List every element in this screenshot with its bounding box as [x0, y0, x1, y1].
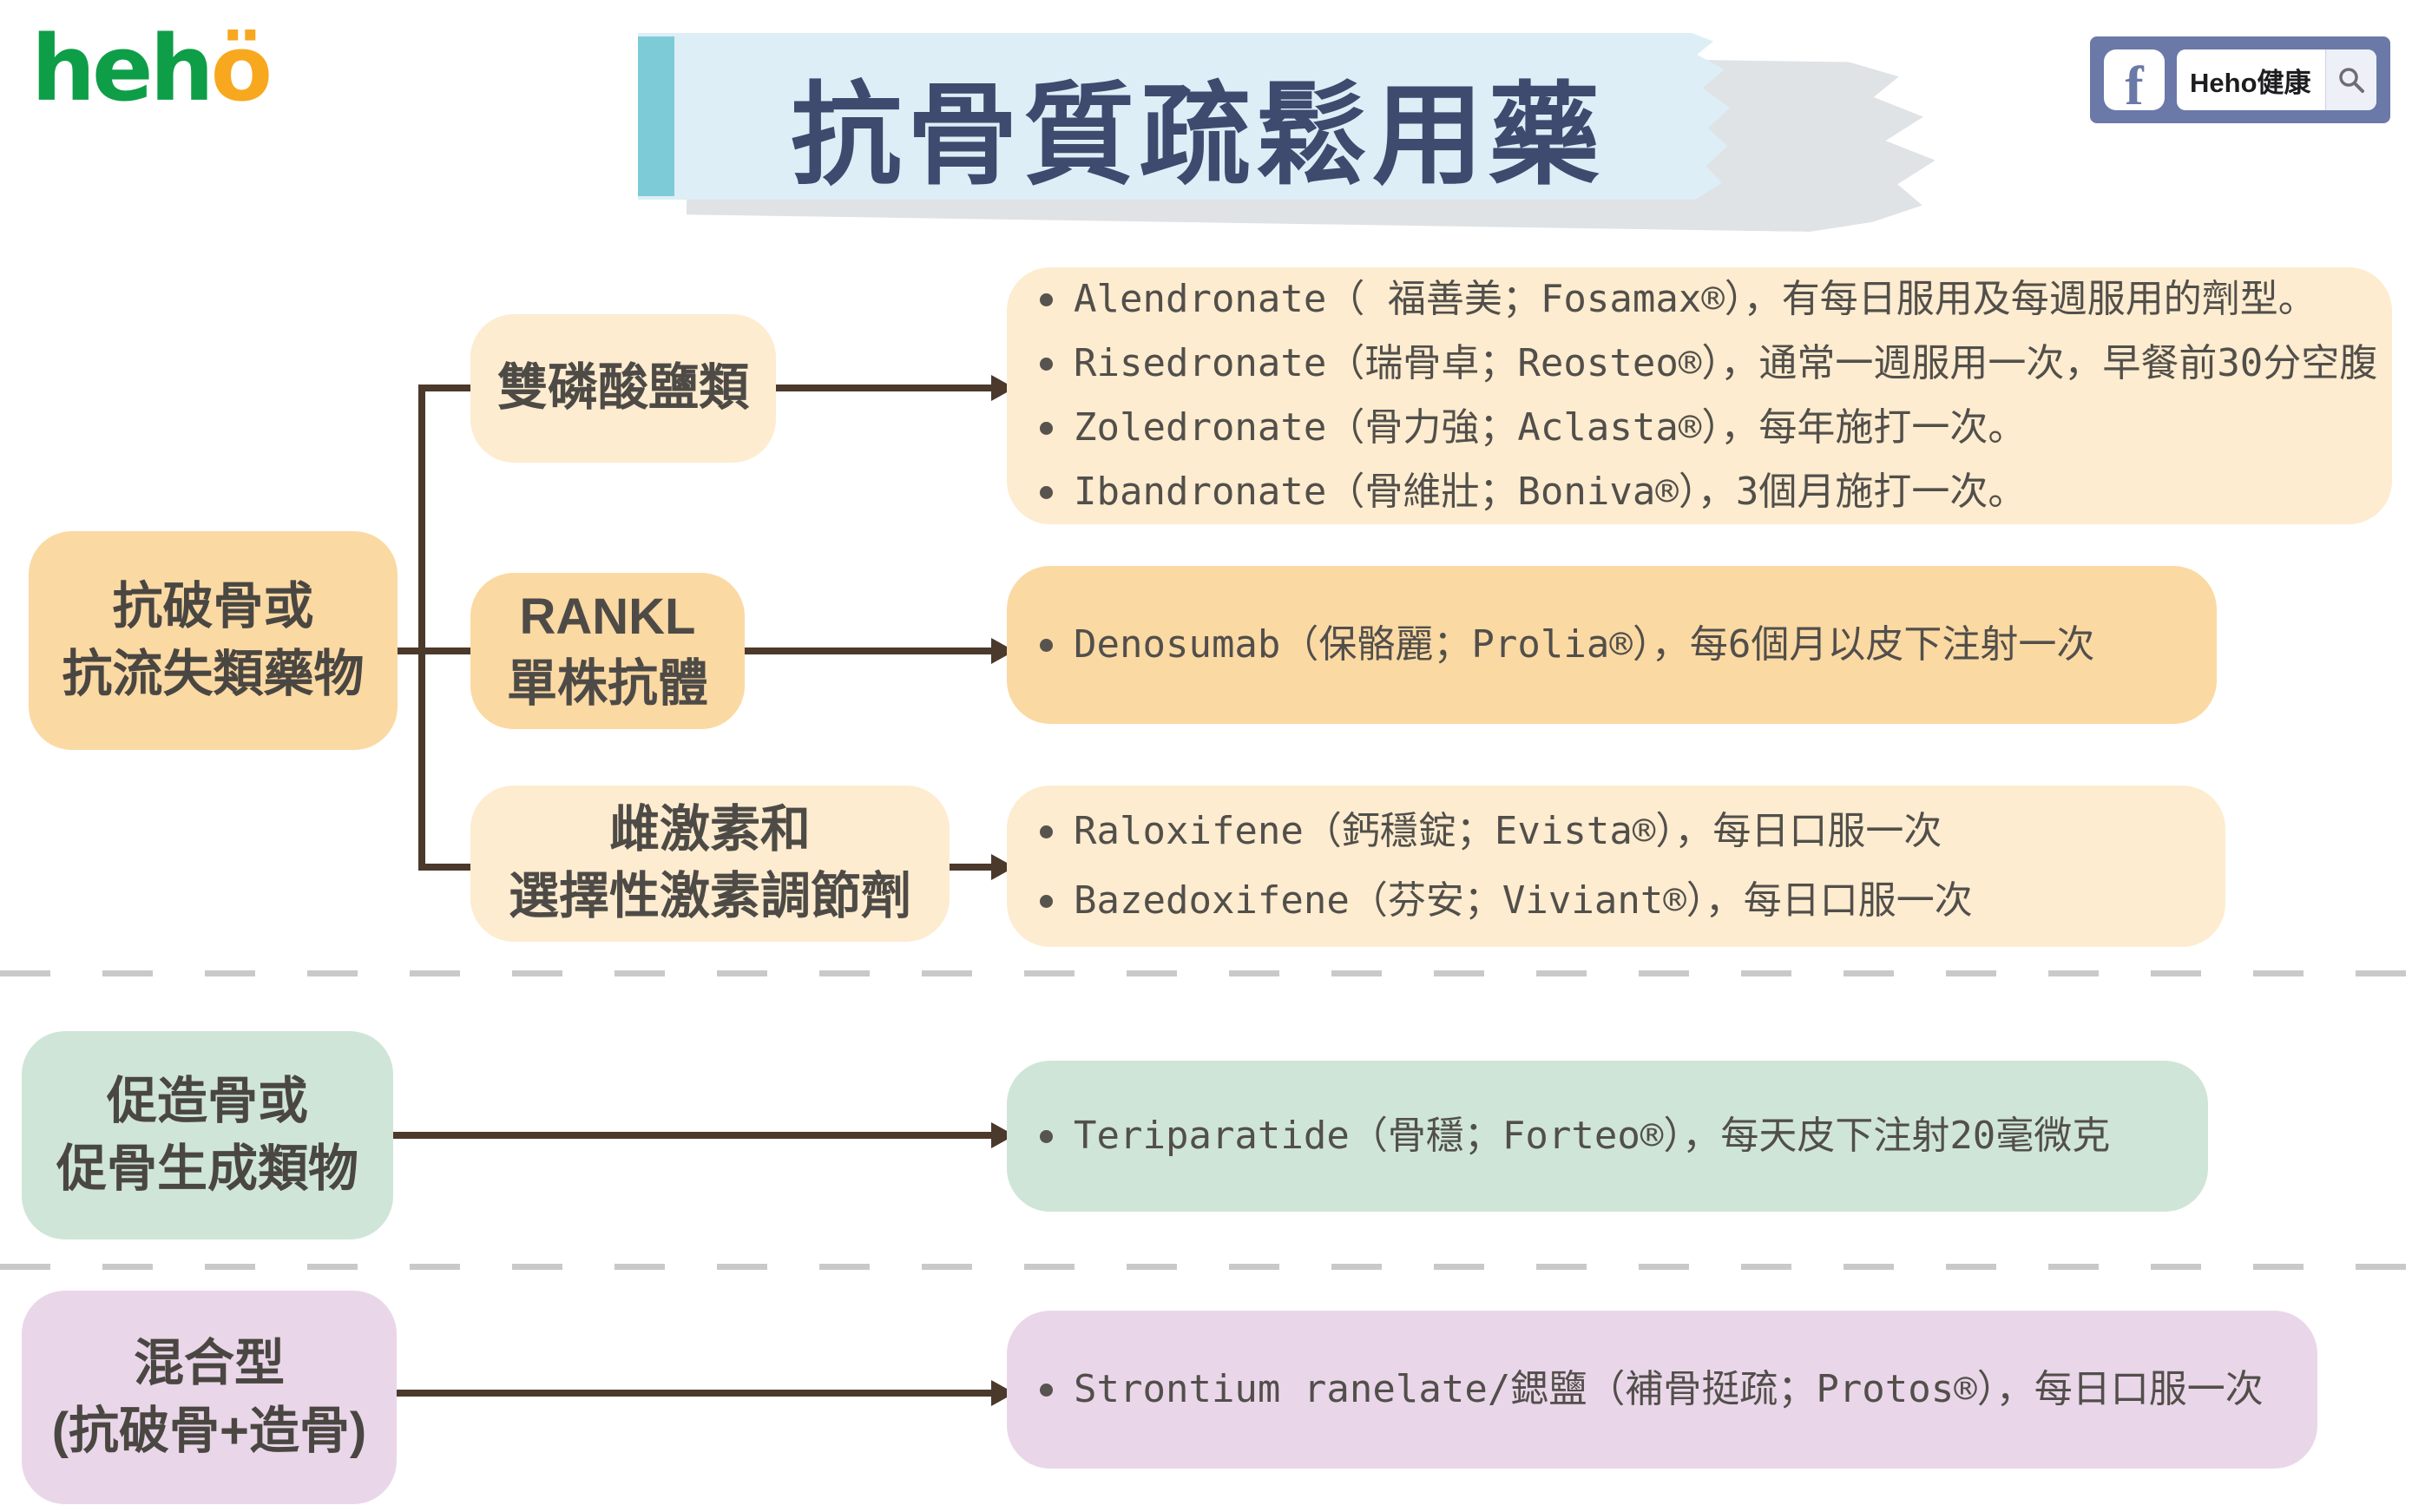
subgroup-label-line: 雌激素和	[608, 801, 811, 858]
drug-text: Zoledronate（骨力強；Aclasta®），每年施打一次。	[1074, 405, 2027, 450]
heho-logo: hehö	[31, 16, 273, 122]
bullet-dot	[1040, 293, 1053, 306]
list-item: Strontium ranelate/鍶鹽（補骨挺疏；Protos®），每日口服…	[1040, 1358, 2317, 1422]
subgroup-rankl: RANKL 單株抗體	[470, 573, 745, 729]
subgroup-bisphosphonate: 雙磷酸鹽類	[470, 314, 776, 463]
category-bone-forming: 促造骨或 促骨生成類物	[22, 1031, 393, 1239]
page-title: 抗骨質疏鬆用藥	[790, 75, 1605, 198]
facebook-f-icon: f	[2125, 54, 2144, 110]
arrow-line-rankl	[743, 648, 993, 654]
subgroup-label-line: RANKL	[519, 588, 696, 646]
facebook-logo[interactable]: f	[2104, 49, 2165, 110]
category-label-line: 抗流失類藥物	[62, 646, 365, 702]
list-item: Alendronate（ 福善美；Fosamax®），有每日服用及每週服用的劑型…	[1040, 267, 2392, 332]
facebook-search-field: Heho健康	[2177, 49, 2376, 110]
drug-list-bone-forming: Teriparatide（骨穩；Forteo®），每天皮下注射20毫微克	[1007, 1061, 2208, 1212]
list-item: Denosumab（保骼麗；Prolia®），每6個月以皮下注射一次	[1040, 613, 2217, 677]
branch-vertical-line	[418, 385, 425, 871]
connector-category1-rankl	[392, 648, 472, 654]
branch-stub-estrogen	[418, 864, 472, 871]
bullet-dot	[1040, 485, 1053, 499]
subgroup-label-line: 單株抗體	[506, 655, 708, 712]
logo-text-green: heh	[31, 16, 214, 122]
arrow-line-estrogen	[948, 864, 993, 871]
bullet-dot	[1040, 357, 1053, 371]
category-label-line: 促造骨或	[106, 1072, 308, 1129]
drug-text: Raloxifene（鈣穩錠；Evista®），每日口服一次	[1074, 809, 1942, 853]
subgroup-label-line: 雙磷酸鹽類	[496, 359, 749, 417]
search-input[interactable]: Heho健康	[2190, 67, 2311, 98]
title-banner	[638, 33, 1730, 200]
category-anti-resorptive: 抗破骨或 抗流失類藥物	[29, 531, 398, 750]
bullet-dot	[1040, 638, 1053, 652]
drug-text: Denosumab（保骼麗；Prolia®），每6個月以皮下注射一次	[1074, 622, 2095, 667]
drug-list-rankl: Denosumab（保骼麗；Prolia®），每6個月以皮下注射一次	[1007, 566, 2217, 724]
bullet-dot	[1040, 894, 1053, 908]
drug-text: Bazedoxifene（芬安；Viviant®），每日口服一次	[1074, 878, 1973, 923]
drug-text: Alendronate（ 福善美；Fosamax®），有每日服用及每週服用的劑型…	[1074, 277, 2317, 321]
drug-list-mixed: Strontium ranelate/鍶鹽（補骨挺疏；Protos®），每日口服…	[1007, 1311, 2317, 1469]
drug-text: Ibandronate（骨維壯；Boniva®），3個月施打一次。	[1074, 470, 2027, 514]
bullet-dot	[1040, 1129, 1053, 1143]
section-divider-1	[0, 970, 2412, 976]
list-item: Raloxifene（鈣穩錠；Evista®），每日口服一次	[1040, 797, 2225, 866]
facebook-search-widget: f Heho健康	[2090, 36, 2390, 123]
list-item: Bazedoxifene（芬安；Viviant®），每日口服一次	[1040, 866, 2225, 936]
drug-text: Teriparatide（骨穩；Forteo®），每天皮下注射20毫微克	[1074, 1114, 2111, 1158]
section-divider-2	[0, 1264, 2412, 1270]
subgroup-estrogen-serm: 雌激素和 選擇性激素調節劑	[470, 786, 950, 942]
category-label-line: 混合型	[133, 1334, 285, 1391]
logo-text-orange: ö	[210, 16, 273, 122]
list-item: Risedronate（瑞骨卓；Reosteo®），通常一週服用一次，早餐前30…	[1040, 332, 2392, 396]
bullet-dot	[1040, 825, 1053, 838]
search-icon	[2339, 68, 2364, 93]
drug-text: Risedronate（瑞骨卓；Reosteo®），通常一週服用一次，早餐前30…	[1074, 341, 2378, 385]
category-label-line: (抗破骨+造骨)	[51, 1403, 367, 1459]
bullet-dot	[1040, 1383, 1053, 1397]
arrow-line-bone-forming	[391, 1132, 993, 1139]
list-item: Zoledronate（骨力強；Aclasta®），每年施打一次。	[1040, 396, 2392, 460]
arrow-line-bisphosphonate	[774, 385, 993, 391]
arrow-line-mixed	[393, 1390, 993, 1397]
subgroup-label-line: 選擇性激素調節劑	[508, 868, 911, 924]
drug-text: Strontium ranelate/鍶鹽（補骨挺疏；Protos®），每日口服…	[1074, 1367, 2264, 1411]
category-label-line: 抗破骨或	[112, 577, 314, 634]
drug-list-estrogen-serm: Raloxifene（鈣穩錠；Evista®），每日口服一次 Bazedoxif…	[1007, 786, 2225, 947]
list-item: Teriparatide（骨穩；Forteo®），每天皮下注射20毫微克	[1040, 1104, 2208, 1168]
drug-list-bisphosphonate: Alendronate（ 福善美；Fosamax®），有每日服用及每週服用的劑型…	[1007, 267, 2392, 524]
search-button[interactable]	[2325, 49, 2376, 110]
category-mixed: 混合型 (抗破骨+造骨)	[22, 1291, 397, 1504]
branch-stub-bisphosphonate	[418, 385, 472, 391]
title-banner-accent-bar	[638, 36, 674, 196]
category-label-line: 促骨生成類物	[56, 1141, 358, 1197]
bullet-dot	[1040, 421, 1053, 435]
list-item: Ibandronate（骨維壯；Boniva®），3個月施打一次。	[1040, 460, 2392, 524]
